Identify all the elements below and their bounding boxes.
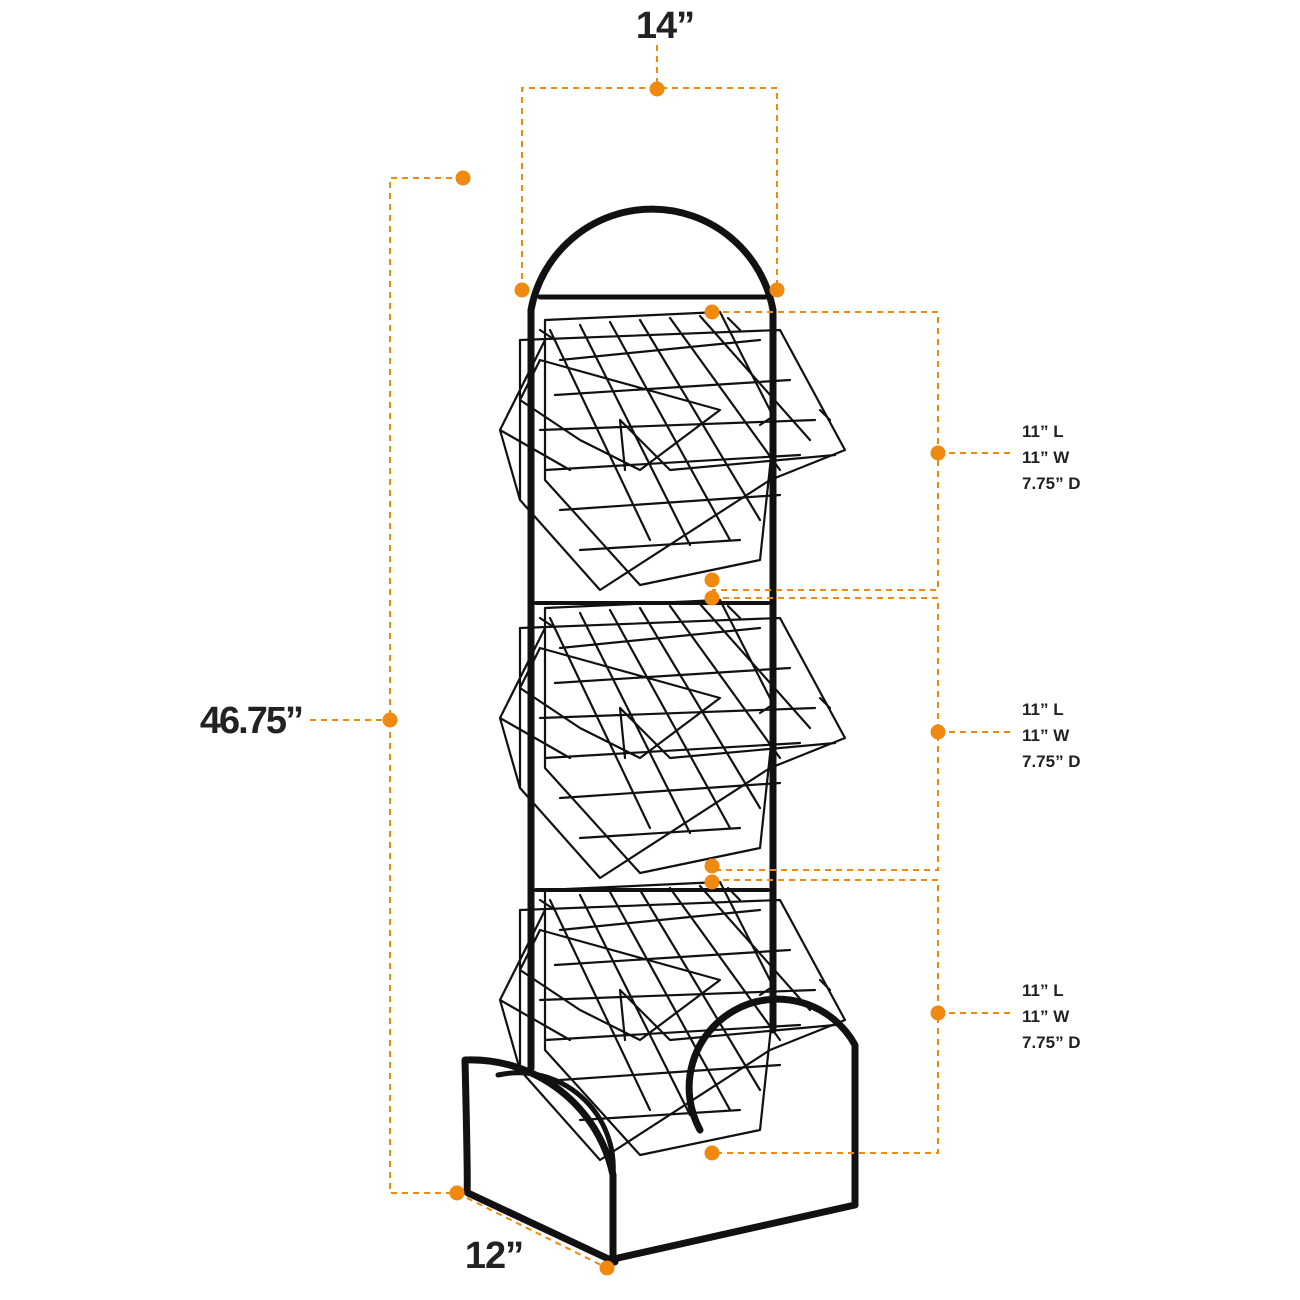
basket-stand <box>461 205 859 1266</box>
base-bar-left <box>464 1189 619 1266</box>
basket-3-length: 11” L <box>1022 981 1064 1000</box>
width-dot-right <box>769 282 785 298</box>
basket-1-dot-mid <box>930 445 946 461</box>
height-bracket <box>389 177 463 1194</box>
basket-3-dot-top <box>704 874 720 890</box>
basket-1-length: 11” L <box>1022 422 1064 441</box>
height-dot-mid <box>382 712 398 728</box>
height-label: 46.75” <box>200 700 302 742</box>
dimension-labels: 14” 46.75” 12” 11” L 11” W 7.75” D 11” L… <box>200 5 1081 1277</box>
height-dot-top <box>455 170 471 186</box>
basket-2-dot-mid <box>930 724 946 740</box>
width-label: 14” <box>636 5 694 47</box>
basket-3-bracket <box>712 879 939 1154</box>
basket-1-dot-bottom <box>704 572 720 588</box>
basket-1-bracket <box>712 311 939 591</box>
width-dot-left <box>514 282 530 298</box>
basket-top <box>498 310 847 592</box>
stand-frame <box>527 205 777 1072</box>
depth-dot-end <box>599 1260 615 1276</box>
basket-3-width: 11” W <box>1022 1007 1070 1026</box>
basket-2-depth: 7.75” D <box>1022 752 1081 771</box>
depth-label: 12” <box>465 1235 523 1277</box>
basket-2-dot-top <box>704 590 720 606</box>
depth-line <box>456 1192 608 1269</box>
basket-1-depth: 7.75” D <box>1022 474 1081 493</box>
basket-3-depth: 7.75” D <box>1022 1033 1081 1052</box>
basket-middle <box>498 598 847 880</box>
basket-1-dot-top <box>704 304 720 320</box>
base-bar-right <box>614 1201 859 1262</box>
base-rear-arch <box>685 995 859 1209</box>
basket-3-dot-bottom <box>704 1145 720 1161</box>
basket-1-width: 11” W <box>1022 448 1070 467</box>
basket-2-dot-bottom <box>704 858 720 874</box>
basket-bottom <box>498 880 847 1162</box>
width-dot-top <box>649 81 665 97</box>
base-front-arch <box>461 1056 617 1266</box>
basket-3-dot-mid <box>930 1005 946 1021</box>
basket-2-bracket <box>712 597 939 871</box>
basket-2-width: 11” W <box>1022 726 1070 745</box>
width-bracket <box>521 87 778 290</box>
basket-2-length: 11” L <box>1022 700 1064 719</box>
dimension-lines <box>310 45 1012 1276</box>
